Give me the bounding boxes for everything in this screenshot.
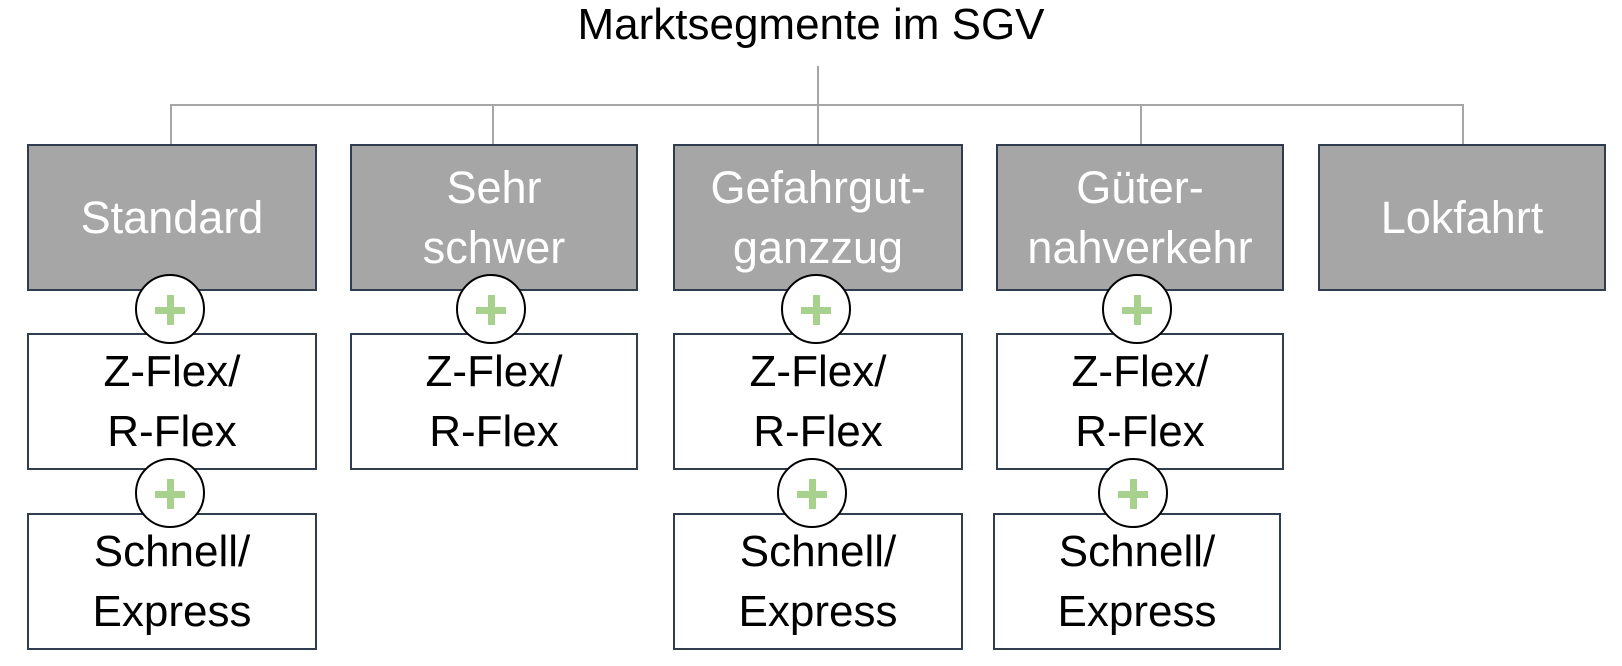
option-gefahrgut-zflex-rflex: Z-Flex/ R-Flex [673, 333, 963, 470]
plus-icon [1102, 274, 1172, 344]
connector-drop-gueternahverkehr [1140, 104, 1142, 144]
segment-gefahrgutganzzug: Gefahrgut- ganzzug [673, 144, 963, 291]
option-gueternahverkehr-zflex-rflex: Z-Flex/ R-Flex [996, 333, 1284, 470]
connector-drop-lokfahrt [1462, 104, 1464, 144]
diagram-title: Marktsegmente im SGV [577, 0, 1045, 49]
plus-icon [781, 274, 851, 344]
connector-drop-sehr-schwer [492, 104, 494, 144]
segment-gueternahverkehr: Güter- nahverkehr [996, 144, 1284, 291]
connector-drop-standard [170, 104, 172, 144]
option-sehr-schwer-zflex-rflex: Z-Flex/ R-Flex [350, 333, 638, 470]
option-gefahrgut-schnell-express: Schnell/ Express [673, 513, 963, 650]
option-standard-schnell-express: Schnell/ Express [27, 513, 317, 650]
plus-icon [1098, 458, 1168, 528]
option-standard-zflex-rflex: Z-Flex/ R-Flex [27, 333, 317, 470]
connector-drop-gefahrgut [817, 104, 819, 144]
plus-icon [135, 274, 205, 344]
plus-icon [135, 458, 205, 528]
segment-standard: Standard [27, 144, 317, 291]
plus-icon [777, 458, 847, 528]
segment-lokfahrt: Lokfahrt [1318, 144, 1606, 291]
connector-root-stem [817, 66, 819, 104]
plus-icon [456, 274, 526, 344]
segment-sehr-schwer: Sehr schwer [350, 144, 638, 291]
option-gueternahverkehr-schnell-express: Schnell/ Express [993, 513, 1281, 650]
